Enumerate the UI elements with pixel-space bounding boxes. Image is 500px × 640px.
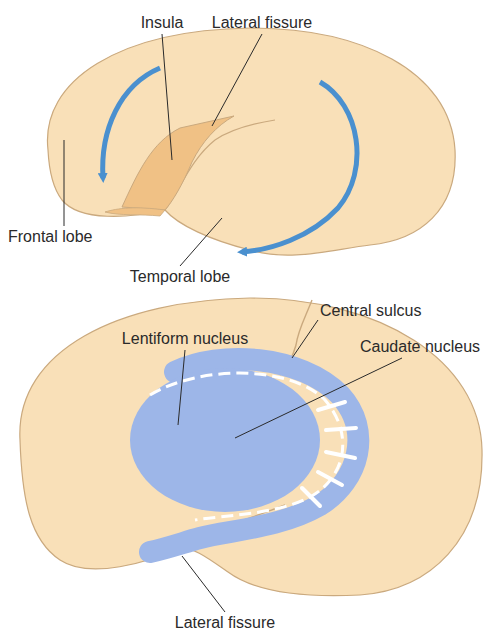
leader-line [292, 320, 318, 358]
part-label: Caudate nucleus [360, 338, 480, 356]
part-label: Lentiform nucleus [122, 330, 248, 348]
part-label: Insula [141, 14, 184, 32]
leader-line [212, 34, 262, 126]
leader-line [180, 218, 222, 266]
part-label: Lateral fissure [212, 14, 313, 32]
leader-line [235, 358, 402, 438]
frontal-operculum [105, 208, 165, 216]
insula [122, 116, 234, 210]
brain-outline [20, 298, 482, 596]
internal-capsule [150, 373, 343, 520]
part-label: Lateral fissure [175, 614, 276, 632]
rotation-arrow [242, 82, 357, 252]
leader-line [64, 140, 65, 226]
part-label: Central sulcus [320, 302, 421, 320]
leader-line [162, 34, 172, 160]
part-label: Frontal lobe [8, 228, 93, 246]
rotation-arrow [103, 68, 160, 178]
brain-outline [47, 28, 455, 255]
leader-line [178, 350, 185, 425]
caudate-gaps [302, 402, 356, 506]
part-label: Temporal lobe [130, 268, 231, 286]
leader-line [182, 556, 225, 612]
